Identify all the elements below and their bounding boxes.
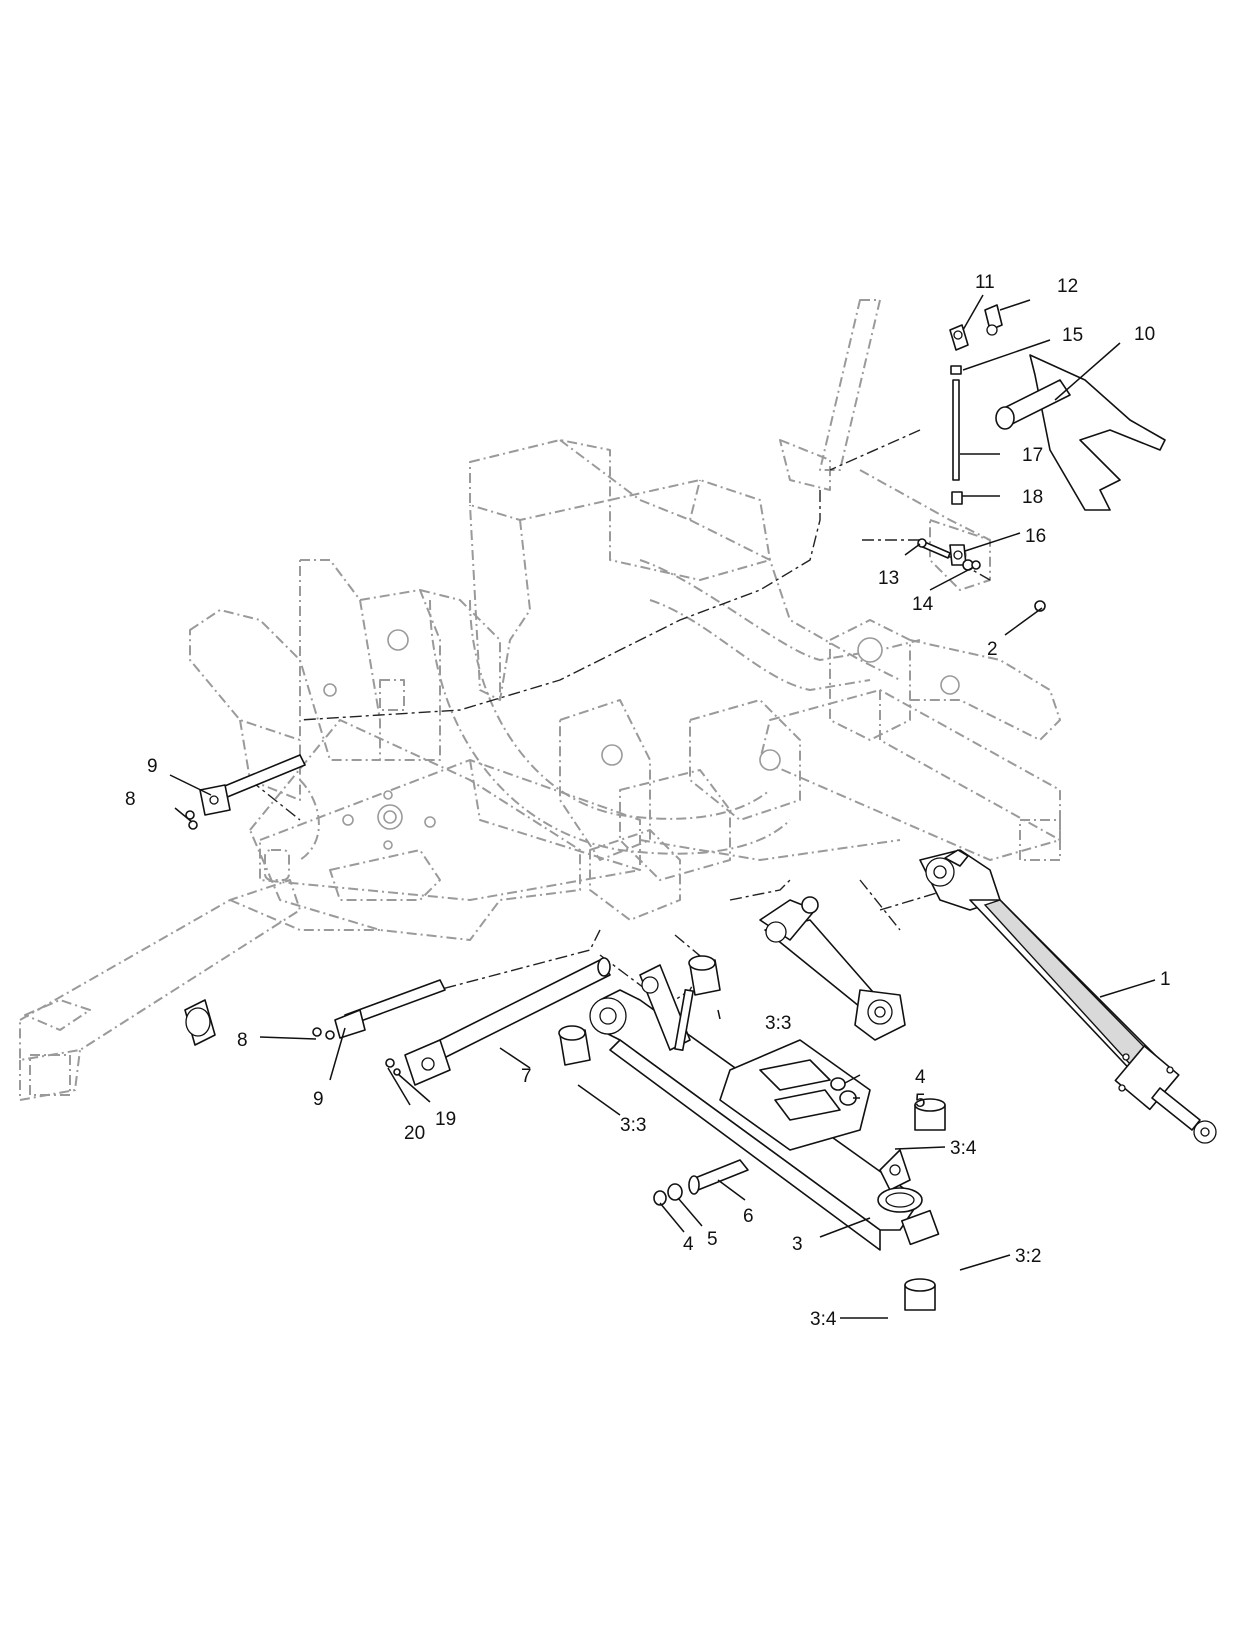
frame-phantom — [19, 299, 1061, 1101]
callout-4-lower: 4 — [683, 1234, 694, 1255]
callout-16: 16 — [1025, 526, 1046, 547]
callout-7: 7 — [521, 1066, 532, 1087]
callout-15: 15 — [1062, 325, 1083, 346]
callout-3: 3 — [792, 1234, 803, 1255]
callout-18: 18 — [1022, 487, 1043, 508]
front-bushing — [184, 999, 216, 1046]
callout-19: 19 — [435, 1109, 456, 1130]
callout-4-upper: 4 — [915, 1067, 926, 1088]
bushings — [558, 955, 946, 1311]
center-cylinder — [759, 896, 906, 1041]
part-8-bolts — [185, 810, 401, 1076]
callout-13: 13 — [878, 568, 899, 589]
linkage-assembly — [917, 304, 1166, 612]
callout-1: 1 — [1160, 969, 1171, 990]
callout-14: 14 — [912, 594, 934, 615]
callouts: 1 2 3 3:2 3:3 3:3 3:4 3:4 4 4 5 5 6 7 8 … — [125, 272, 1171, 1330]
callout-3-4-lower: 3:4 — [810, 1309, 837, 1330]
callout-5-upper: 5 — [915, 1091, 926, 1112]
callout-3-3-upper: 3:3 — [765, 1013, 791, 1034]
callout-8-upper: 8 — [125, 789, 136, 810]
part-7-long-pin — [404, 957, 611, 1086]
callout-12: 12 — [1057, 276, 1078, 297]
part-9-pins — [199, 754, 446, 1039]
leader-lines — [169, 294, 1156, 1319]
callout-11: 11 — [975, 272, 995, 293]
callout-8-lower: 8 — [237, 1030, 248, 1051]
callout-10: 10 — [1134, 324, 1155, 345]
callout-3-2: 3:2 — [1015, 1246, 1041, 1267]
part-3-arm — [589, 964, 940, 1251]
callout-6: 6 — [743, 1206, 754, 1227]
callout-9-lower: 9 — [313, 1089, 324, 1110]
part-6-pin-and-rings — [653, 1077, 857, 1206]
part-1-hydraulic-cylinder — [919, 849, 1217, 1144]
callout-17: 17 — [1022, 445, 1043, 466]
callout-3-4-upper: 3:4 — [950, 1138, 977, 1159]
callout-3-3-lower: 3:3 — [620, 1115, 646, 1136]
callout-20: 20 — [404, 1123, 425, 1144]
callout-5-lower: 5 — [707, 1229, 718, 1250]
callout-2: 2 — [987, 639, 998, 660]
callout-9-upper: 9 — [147, 756, 158, 777]
